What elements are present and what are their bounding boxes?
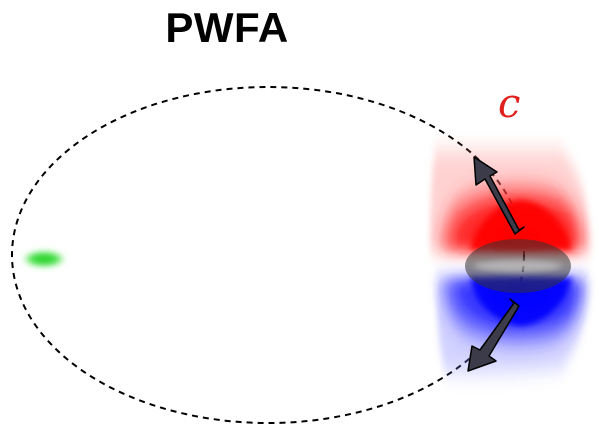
- driver-bunch-core: [474, 260, 562, 272]
- diagram-title: PWFA: [165, 4, 289, 51]
- trajectory-ellipse: [11, 86, 525, 424]
- arrow-up-left-icon: [473, 156, 525, 235]
- witness-bunch: [22, 250, 66, 268]
- arrow-down-left-icon: [467, 298, 520, 372]
- speed-of-light-label: c: [498, 81, 521, 127]
- positive-field-lobe: [430, 150, 590, 252]
